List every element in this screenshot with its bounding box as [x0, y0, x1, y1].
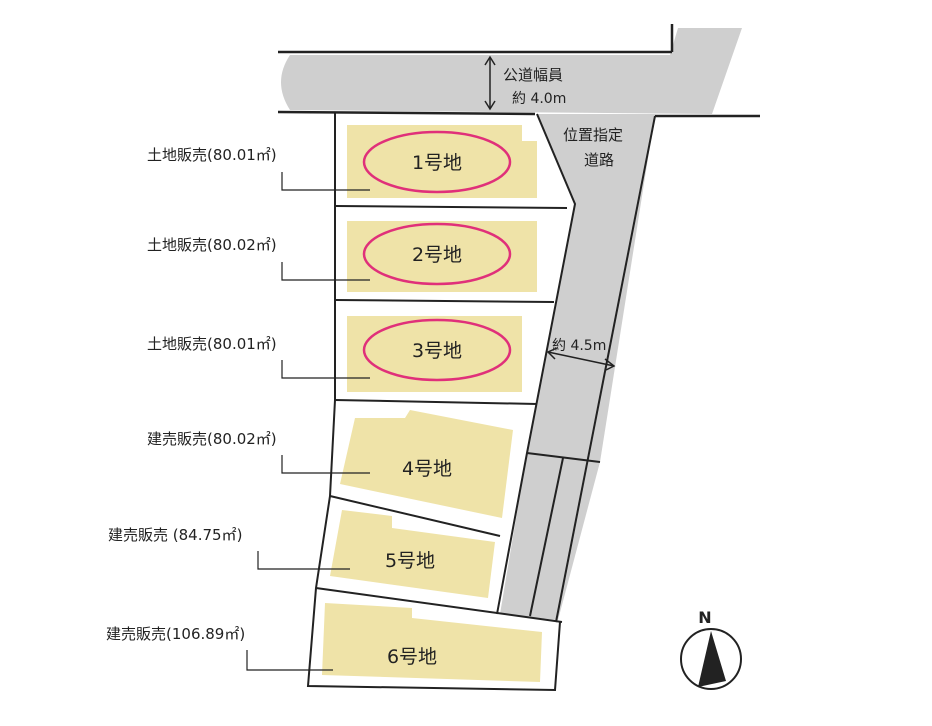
lot-1-building [347, 125, 537, 198]
lot-divider-5-6 [315, 587, 563, 623]
lot-1-label: 1号地 [412, 152, 462, 174]
road-side-width: 約 4.5m [552, 338, 606, 354]
lot-5-sale-label: 建売販売 (84.75㎡) [108, 526, 242, 544]
lot-6-sale-label: 建売販売(106.89㎡) [106, 625, 245, 643]
road-width-arrow-bottom [484, 100, 496, 111]
lot-4-building [340, 410, 513, 518]
designated-road-split-line [526, 452, 601, 463]
lot-1-sale-label: 土地販売(80.01㎡) [147, 146, 277, 164]
road-side-name-line2: 道路 [584, 151, 614, 169]
designated-road [527, 114, 655, 462]
lot-2-leader-line [281, 262, 370, 281]
designated-road-edge-left [496, 113, 577, 615]
side-road-width-arrow-right [604, 358, 616, 371]
lot-5-building [330, 510, 495, 598]
road-width-arrow-top [484, 55, 496, 66]
lot-1-leader-line [281, 172, 370, 191]
road-top-name: 公道幅員 [503, 66, 563, 84]
designated-road-lower [500, 453, 600, 620]
road-top-width: 約 4.0m [512, 91, 566, 107]
lot-divider-1-2 [335, 205, 568, 209]
lot-4-label: 4号地 [402, 458, 452, 480]
lot-3-leader-line [281, 360, 370, 379]
lot-5-label: 5号地 [385, 550, 435, 572]
public-road [281, 28, 742, 114]
lot-6-label: 6号地 [387, 646, 437, 668]
lot-2-label: 2号地 [412, 244, 462, 266]
lot-5-leader-line [257, 551, 350, 570]
lot-2-sale-label: 土地販売(80.02㎡) [147, 236, 277, 254]
lot-6-building [322, 603, 542, 682]
lot-3-label: 3号地 [412, 340, 462, 362]
lot-3-highlight-circle [362, 318, 512, 382]
side-road-width-arrow-left [546, 347, 558, 360]
designated-road-inner-line [529, 457, 564, 617]
lot-divider-4-5 [329, 495, 501, 537]
lot-3-sale-label: 土地販売(80.01㎡) [147, 335, 277, 353]
north-compass-circle [680, 628, 742, 690]
road-bottom-edge [277, 110, 536, 116]
lot-2-highlight-circle [362, 222, 512, 286]
lot-1-highlight-circle [362, 130, 512, 194]
lot-divider-2-3 [335, 299, 555, 303]
designated-road-edge-right [555, 115, 656, 623]
road-side-name-line1: 位置指定 [563, 126, 623, 144]
north-arrow-icon [698, 631, 726, 687]
lot-4-sale-label: 建売販売(80.02㎡) [147, 430, 277, 448]
lot-4-leader-line [281, 455, 370, 474]
north-label: N [698, 608, 711, 627]
lot-6-leader-line [246, 650, 333, 671]
lot-divider-3-4 [334, 399, 538, 405]
side-road-width-dimension [547, 351, 615, 367]
